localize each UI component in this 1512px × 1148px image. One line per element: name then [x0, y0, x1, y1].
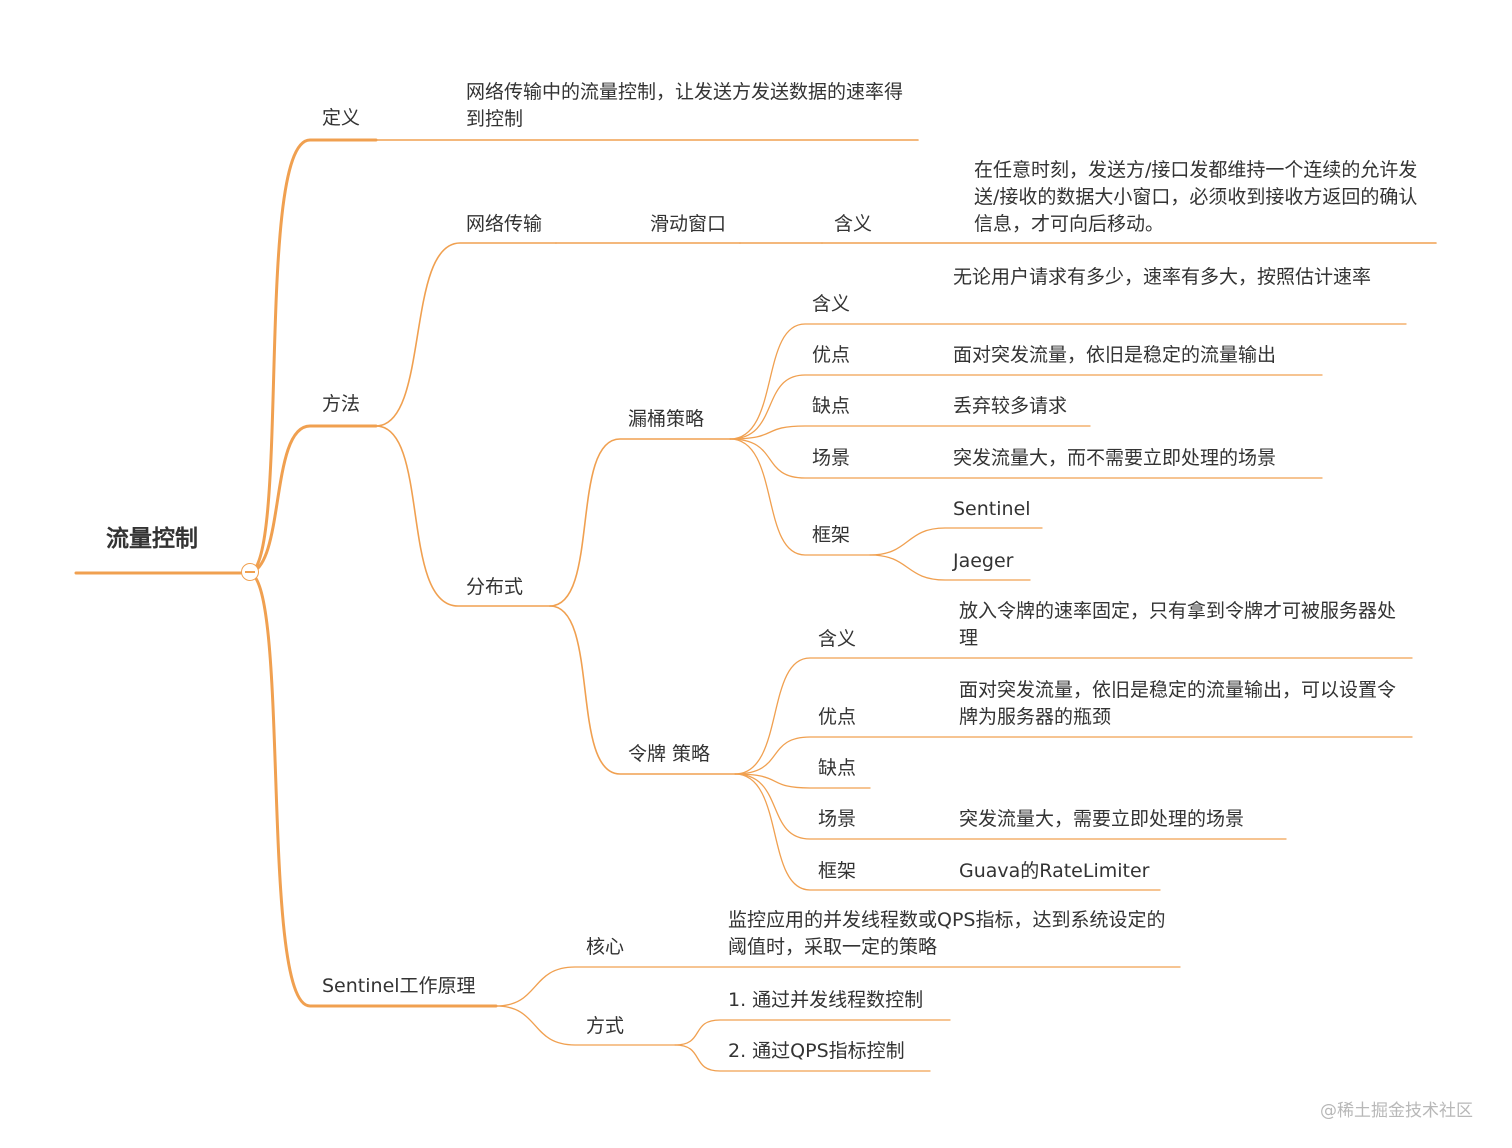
node-leaky-scenario-text[interactable]: 突发流量大，而不需要立即处理的场景: [953, 447, 1277, 469]
node-sentinel-principle[interactable]: Sentinel工作原理: [322, 975, 476, 997]
branch-root-sentinel: [248, 571, 498, 1008]
branch-framework-jaeger: [869, 554, 1031, 581]
node-leaky-bucket[interactable]: 漏桶策略: [628, 408, 705, 430]
branch-root-method: [248, 424, 378, 575]
node-leaky-pros-text[interactable]: 面对突发流量，依旧是稳定的流量输出: [953, 344, 1277, 366]
branch-token-pros: [734, 736, 1413, 775]
watermark: @稀土掘金技术社区: [1320, 1101, 1473, 1121]
branch-method-network: [375, 242, 557, 427]
node-token-cons[interactable]: 缺点: [818, 757, 857, 779]
branch-method-distributed: [375, 425, 551, 607]
node-leaky-framework[interactable]: 框架: [812, 524, 851, 546]
node-sliding-window[interactable]: 滑动窗口: [650, 213, 727, 235]
node-token-meaning-text[interactable]: 放入令牌的速率固定，只有拿到令牌才可被服务器处理: [959, 600, 1397, 649]
node-definition[interactable]: 定义: [322, 107, 361, 129]
node-network[interactable]: 网络传输: [466, 213, 543, 235]
collapse-toggle-icon[interactable]: [241, 563, 259, 581]
branch-distributed-token: [549, 605, 736, 775]
branch-distributed-leaky: [549, 438, 731, 607]
node-network-meaning[interactable]: 含义: [834, 213, 873, 235]
branch-leaky-cons: [729, 425, 1091, 440]
node-leaky-scenario[interactable]: 场景: [812, 447, 851, 469]
node-way-2[interactable]: 2. 通过QPS指标控制: [728, 1040, 905, 1062]
node-distributed[interactable]: 分布式: [466, 576, 524, 598]
branch-leaky-pros: [729, 374, 1323, 440]
branch-leaky-meaning: [729, 323, 1407, 440]
branch-ways-1: [674, 1019, 951, 1046]
node-sentinel-core[interactable]: 核心: [586, 936, 625, 958]
branch-framework-sentinel: [869, 527, 1043, 556]
node-token-pros-text[interactable]: 面对突发流量，依旧是稳定的流量输出，可以设置令牌为服务器的瓶颈: [959, 679, 1397, 728]
node-framework-jaeger[interactable]: Jaeger: [953, 550, 1014, 572]
branch-leaky-framework: [729, 438, 871, 556]
node-definition-text[interactable]: 网络传输中的流量控制，让发送方发送数据的速率得到控制: [466, 81, 904, 130]
node-token-scenario[interactable]: 场景: [818, 808, 857, 830]
node-sentinel-core-text[interactable]: 监控应用的并发线程数或QPS指标，达到系统设定的阈值时，采取一定的策略: [728, 909, 1166, 958]
node-leaky-pros[interactable]: 优点: [812, 344, 851, 366]
node-token-bucket[interactable]: 令牌 策略: [628, 743, 711, 765]
branch-token-scenario: [734, 773, 1287, 840]
level-3-branches: [495, 323, 1413, 1072]
node-leaky-cons-text[interactable]: 丢弃较多请求: [953, 395, 1068, 417]
branch-ways-2: [674, 1044, 931, 1072]
branch-root-definition: [248, 138, 378, 575]
node-token-scenario-text[interactable]: 突发流量大，需要立即处理的场景: [959, 808, 1245, 830]
node-framework-sentinel[interactable]: Sentinel: [953, 498, 1031, 520]
node-token-pros[interactable]: 优点: [818, 706, 857, 728]
branch-sentinel-core: [495, 966, 1181, 1007]
node-way-1[interactable]: 1. 通过并发线程数控制: [728, 989, 924, 1011]
branch-leaky-scenario: [729, 438, 1323, 479]
branch-token-cons: [734, 773, 871, 789]
node-leaky-meaning[interactable]: 含义: [812, 293, 851, 315]
node-sentinel-ways[interactable]: 方式: [586, 1015, 625, 1037]
node-token-framework-text[interactable]: Guava的RateLimiter: [959, 860, 1150, 882]
branch-token-meaning: [734, 657, 1413, 775]
branch-token-framework: [734, 773, 1161, 891]
node-leaky-cons[interactable]: 缺点: [812, 395, 851, 417]
node-network-meaning-text[interactable]: 在任意时刻，发送方/接口发都维持一个连续的允许发送/接收的数据大小窗口，必须收到…: [974, 159, 1418, 235]
node-leaky-meaning-text[interactable]: 无论用户请求有多少，速率有多大，按照估计速率: [953, 266, 1372, 288]
branch-sentinel-ways: [495, 1005, 676, 1046]
root-node[interactable]: 流量控制: [106, 526, 198, 552]
node-token-meaning[interactable]: 含义: [818, 628, 857, 650]
node-method[interactable]: 方法: [322, 393, 361, 415]
node-token-framework[interactable]: 框架: [818, 860, 857, 882]
level-1-branches: [74, 138, 498, 1008]
level-2-branches: [375, 139, 1437, 775]
